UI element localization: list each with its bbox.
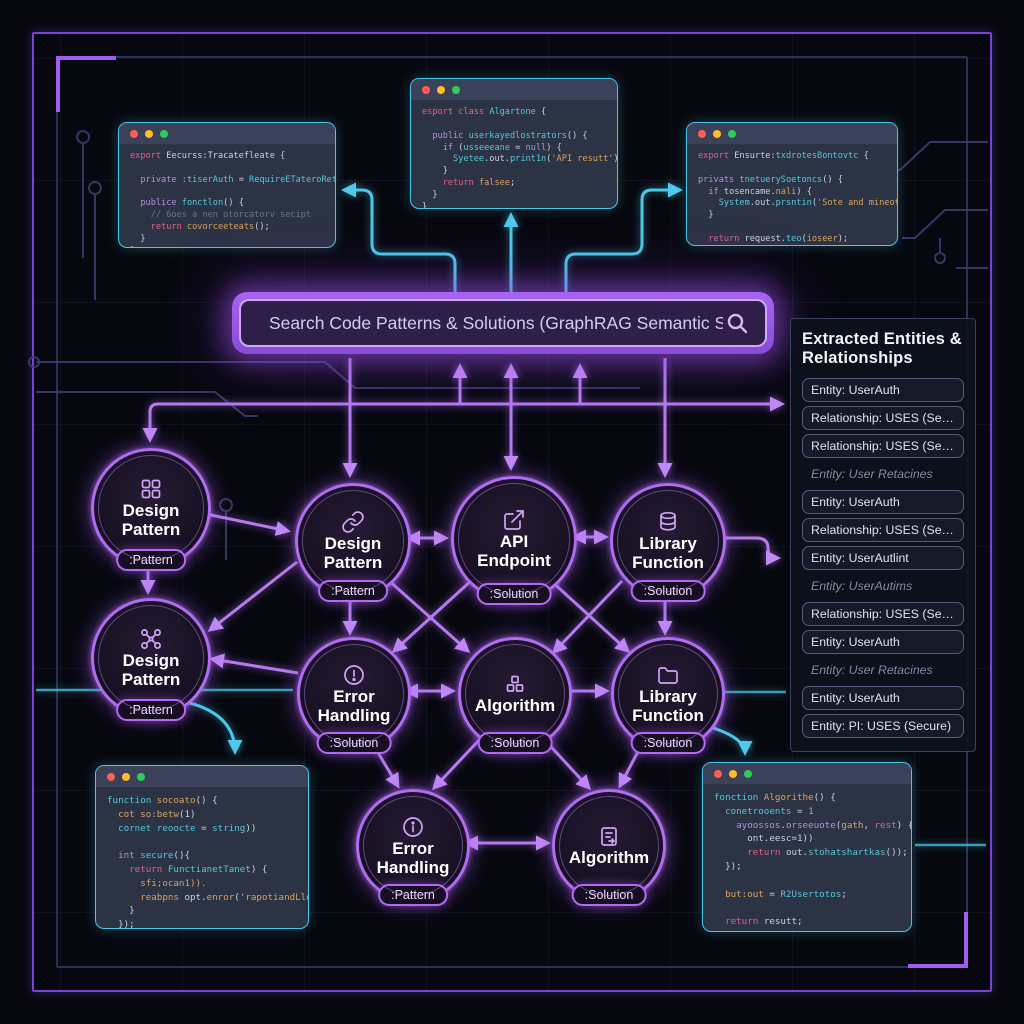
window-titlebar bbox=[703, 763, 911, 784]
window-titlebar bbox=[119, 123, 335, 144]
entity-item: Entity: User Retacines bbox=[811, 466, 933, 481]
node-type-badge: :Solution bbox=[477, 732, 553, 754]
relationship-item[interactable]: Relationship: USES (Secure) bbox=[802, 405, 964, 430]
entity-item[interactable]: Entity: UserAuth bbox=[802, 629, 964, 654]
search-input[interactable] bbox=[267, 311, 725, 335]
window-titlebar bbox=[96, 766, 308, 787]
search-bar[interactable] bbox=[232, 292, 774, 354]
node-label: Design Pattern bbox=[323, 534, 383, 572]
code-content: esport class Algartone { public userkaye… bbox=[422, 107, 617, 209]
chain-link-icon bbox=[341, 510, 365, 534]
grid-icon bbox=[139, 477, 163, 501]
external-link-icon bbox=[502, 508, 526, 532]
code-content: export Ensurte:txdrotesBontovtc { privat… bbox=[698, 151, 898, 245]
node-type-badge: :Pattern bbox=[318, 580, 388, 602]
code-content: fonction Algorithe() { conetrooents = 1 … bbox=[714, 792, 912, 931]
close-button[interactable] bbox=[422, 85, 430, 94]
minimize-button[interactable] bbox=[145, 129, 153, 138]
relationship-item[interactable]: Relationship: USES (Secure) bbox=[802, 433, 964, 458]
node-design-pattern[interactable]: Design Pattern :Pattern bbox=[295, 483, 411, 602]
maximize-button[interactable] bbox=[137, 772, 145, 781]
node-label: Error Handling bbox=[317, 687, 391, 725]
code-window-top-center[interactable]: esport class Algartone { public userkaye… bbox=[410, 78, 618, 209]
minimize-button[interactable] bbox=[729, 769, 737, 778]
entity-item: Entity: UserAutims bbox=[811, 578, 913, 593]
entity-item[interactable]: Entity: PI: USES (Secure) bbox=[802, 713, 964, 738]
node-label: Library Function bbox=[632, 687, 704, 725]
node-type-badge: :Pattern bbox=[116, 699, 186, 721]
node-api-endpoint[interactable]: API Endpoint :Solution bbox=[451, 476, 577, 605]
node-type-badge: :Solution bbox=[571, 884, 647, 906]
entity-item[interactable]: Entity: UserAutlint bbox=[802, 545, 964, 570]
maximize-button[interactable] bbox=[160, 129, 168, 138]
flowchart-icon bbox=[597, 824, 621, 848]
entity-item[interactable]: Entity: UserAuth bbox=[802, 377, 964, 402]
node-label: Algorithm bbox=[474, 696, 556, 716]
relationship-item[interactable]: Relationship: USES (Secure) bbox=[802, 601, 964, 626]
code-content: export Eecurss:Tracatefleate { private :… bbox=[130, 151, 335, 247]
node-library-function[interactable]: Library Function :Solution bbox=[610, 483, 726, 602]
corner-accent-bottom-right bbox=[908, 912, 968, 968]
node-label: Library Function bbox=[632, 534, 704, 572]
node-label: Design Pattern bbox=[121, 501, 181, 539]
close-button[interactable] bbox=[130, 129, 138, 138]
cubes-icon bbox=[503, 672, 527, 696]
close-button[interactable] bbox=[107, 772, 115, 781]
minimize-button[interactable] bbox=[713, 129, 721, 138]
database-icon bbox=[656, 510, 680, 534]
code-window-top-right[interactable]: export Ensurte:txdrotesBontovtc { privat… bbox=[686, 122, 898, 246]
node-error-handling[interactable]: Error Handling :Pattern bbox=[356, 789, 470, 906]
node-design-pattern[interactable]: Design Pattern :Pattern bbox=[91, 448, 211, 571]
window-titlebar bbox=[411, 79, 617, 100]
entity-item[interactable]: Entity: UserAuth bbox=[802, 685, 964, 710]
minimize-button[interactable] bbox=[122, 772, 130, 781]
code-window-bottom-right[interactable]: fonction Algorithe() { conetrooents = 1 … bbox=[702, 762, 912, 932]
corner-accent-top-left bbox=[56, 56, 116, 112]
node-type-badge: :Pattern bbox=[378, 884, 448, 906]
outer-frame bbox=[32, 32, 992, 992]
node-algorithm[interactable]: Algorithm :Solution bbox=[552, 789, 666, 906]
node-type-badge: :Solution bbox=[630, 732, 706, 754]
node-error-handling[interactable]: Error Handling :Solution bbox=[297, 637, 411, 754]
entity-item: Entity: User Retacines bbox=[811, 662, 933, 677]
info-circle-icon bbox=[401, 815, 425, 839]
code-content: function socoato() { cot so:betw(1) corn… bbox=[107, 795, 308, 929]
entities-panel: Extracted Entities & Relationships Entit… bbox=[790, 318, 976, 752]
node-label: Design Pattern bbox=[121, 651, 181, 689]
node-type-badge: :Solution bbox=[630, 580, 706, 602]
alert-circle-icon bbox=[342, 663, 366, 687]
node-type-badge: :Solution bbox=[476, 583, 552, 605]
maximize-button[interactable] bbox=[744, 769, 752, 778]
node-label: Error Handling bbox=[376, 839, 450, 877]
code-window-top-left[interactable]: export Eecurss:Tracatefleate { private :… bbox=[118, 122, 336, 248]
close-button[interactable] bbox=[698, 129, 706, 138]
node-type-badge: :Pattern bbox=[116, 549, 186, 571]
node-library-function[interactable]: Library Function :Solution bbox=[611, 637, 725, 754]
panel-title: Extracted Entities & Relationships bbox=[802, 330, 962, 368]
search-icon[interactable] bbox=[725, 311, 749, 335]
node-algorithm[interactable]: Algorithm :Solution bbox=[458, 637, 572, 754]
node-design-pattern[interactable]: Design Pattern :Pattern bbox=[91, 598, 211, 721]
window-titlebar bbox=[687, 123, 897, 144]
network-icon bbox=[139, 627, 163, 651]
node-type-badge: :Solution bbox=[316, 732, 392, 754]
maximize-button[interactable] bbox=[452, 85, 460, 94]
maximize-button[interactable] bbox=[728, 129, 736, 138]
entity-item[interactable]: Entity: UserAuth bbox=[802, 489, 964, 514]
relationship-item[interactable]: Relationship: USES (Secure) bbox=[802, 517, 964, 542]
close-button[interactable] bbox=[714, 769, 722, 778]
code-window-bottom-left[interactable]: function socoato() { cot so:betw(1) corn… bbox=[95, 765, 309, 929]
node-label: Algorithm bbox=[568, 848, 650, 868]
node-label: API Endpoint bbox=[477, 532, 551, 570]
minimize-button[interactable] bbox=[437, 85, 445, 94]
folder-icon bbox=[656, 663, 680, 687]
search-field[interactable] bbox=[239, 299, 767, 347]
